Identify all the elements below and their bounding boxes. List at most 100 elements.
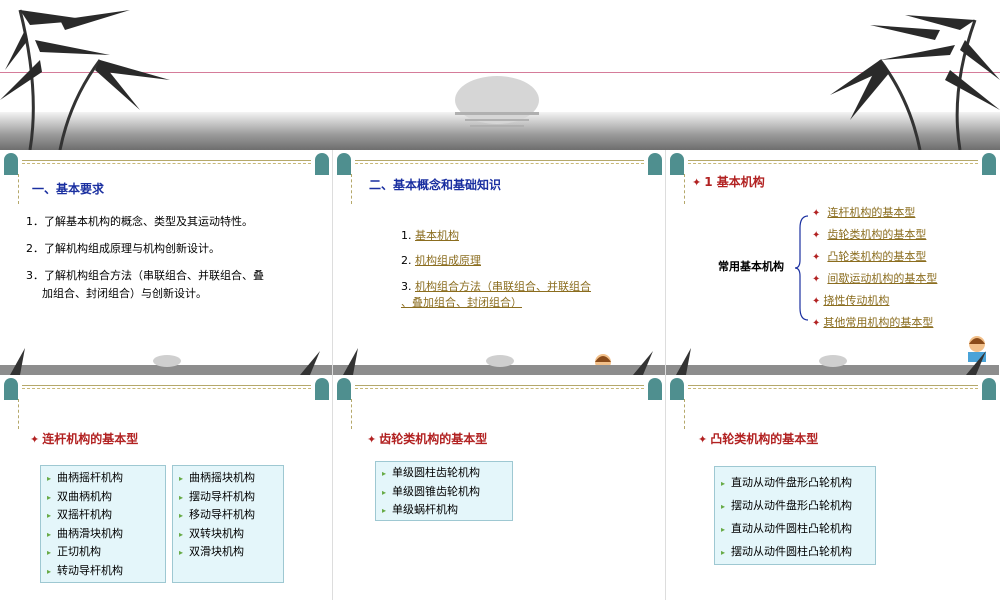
slide-header-decor (0, 375, 332, 405)
mechanism-link[interactable]: 其他常用机构的基本型 (823, 316, 934, 329)
mechanism-item-cam[interactable]: ✦凸轮类机构的基本型 (812, 248, 926, 264)
slide-cam-types[interactable]: ✦凸轮类机构的基本型 ▸直动从动件盘形凸轮机构 ▸摆动从动件盘形凸轮机构 ▸直动… (666, 375, 1000, 600)
list-item-text: 直动从动件圆柱凸轮机构 (731, 522, 853, 535)
concept-3-link-cont[interactable]: 、叠加组合、封闭组合） (401, 296, 522, 309)
list-item[interactable]: ▸正切机构 (41, 543, 165, 562)
concept-3-link[interactable]: 机构组合方法（串联组合、并联组合 (415, 280, 591, 293)
list-item[interactable]: ▸ 单级蜗杆机构 (376, 501, 512, 520)
list-item-text: 双曲柄机构 (57, 489, 113, 503)
mechanism-link[interactable]: 连杆机构的基本型 (827, 206, 916, 219)
concept-2-link[interactable]: 机构组成原理 (415, 254, 481, 267)
header-knob-right (982, 378, 996, 400)
list-item[interactable]: ▸ 摆动从动件圆柱凸轮机构 (715, 540, 875, 563)
slide-header-decor (333, 150, 665, 180)
list-item[interactable]: ▸曲柄滑块机构 (41, 525, 165, 544)
header-knob-left (337, 378, 351, 400)
mechanism-item-intermittent[interactable]: ✦ 间歇运动机构的基本型 (812, 270, 937, 286)
list-item-text: 双摇杆机构 (57, 508, 113, 521)
slide-header-decor (333, 375, 665, 405)
bullet-icon: ▸ (382, 469, 387, 478)
slide-linkage-types[interactable]: ✦连杆机构的基本型 ▸曲柄摇杆机构 ▸双曲柄机构 ▸双摇杆机构 ▸曲柄滑块机构 … (0, 375, 333, 600)
list-item-text: 曲柄摇块机构 (189, 471, 256, 484)
bullet-icon: ▸ (47, 492, 52, 502)
mechanism-link[interactable]: 间歇运动机构的基本型 (827, 272, 938, 285)
list-item[interactable]: ▸单级圆锥齿轮机构 (376, 483, 512, 502)
concept-1-link[interactable]: 基本机构 (415, 229, 459, 242)
star-icon: ✦ (812, 274, 821, 285)
header-line-dashed (22, 163, 311, 164)
slide-basic-concepts[interactable]: 二、基本概念和基础知识 1. 基本机构 2. 机构组成原理 3. 机构组合方法（… (333, 150, 666, 375)
header-knob-right (315, 378, 329, 400)
list-item-text: 单级蜗杆机构 (392, 503, 459, 516)
mechanism-item-other[interactable]: ✦其他常用机构的基本型 (812, 314, 933, 330)
star-icon: ✦ (812, 296, 821, 307)
banner-illustration (0, 9, 1000, 150)
mechanism-item-gear[interactable]: ✦齿轮类机构的基本型 (812, 226, 926, 242)
list-item[interactable]: ▸摆动导杆机构 (173, 488, 283, 507)
bullet-icon: ▸ (179, 511, 184, 520)
slide-title: ✦连杆机构的基本型 (30, 430, 138, 447)
bullet-icon: ▸ (179, 474, 184, 483)
list-item-text: 正切机构 (57, 545, 102, 558)
list-item-text: 单级圆柱齿轮机构 (392, 466, 481, 479)
slide-title: ✦齿轮类机构的基本型 (367, 430, 487, 447)
list-item[interactable]: ▸直动从动件盘形凸轮机构 (715, 471, 875, 494)
header-line (22, 160, 311, 161)
mechanism-link[interactable]: 挠性传动机构 (823, 294, 890, 307)
list-item-text: 双滑块机构 (189, 545, 245, 558)
concept-3[interactable]: 3. 机构组合方法（串联组合、并联组合 (401, 278, 591, 294)
mechanism-item-flexible[interactable]: ✦挠性传动机构 (812, 292, 889, 308)
horizon-line (0, 72, 1000, 73)
concept-2[interactable]: 2. 机构组成原理 (401, 252, 481, 268)
concept-1-num: 1. (401, 229, 412, 242)
concept-2-num: 2. (401, 254, 412, 267)
mechanism-link[interactable]: 凸轮类机构的基本型 (827, 250, 927, 263)
header-knob-left (670, 378, 684, 400)
cam-list: ▸直动从动件盘形凸轮机构 ▸摆动从动件盘形凸轮机构 ▸ 直动从动件圆柱凸轮机构 ▸… (714, 466, 876, 565)
list-item[interactable]: ▸双摇杆机构 (41, 506, 165, 525)
list-item[interactable]: ▸转动导杆机构 (41, 562, 165, 581)
list-item-text: 摆动导杆机构 (189, 489, 256, 503)
slide-title: 一、基本要求 (32, 182, 105, 196)
slide-header-decor (666, 150, 1000, 180)
slide-title: ✦凸轮类机构的基本型 (698, 430, 818, 447)
list-item[interactable]: ▸ 曲柄摇块机构 (173, 469, 283, 488)
list-item[interactable]: ▸ 直动从动件圆柱凸轮机构 (715, 517, 875, 540)
slide-basic-requirements[interactable]: 一、基本要求 1．了解基本机构的概念、类型及其运动特性。 2．了解机构组成原理与… (0, 150, 333, 375)
header-line-dashed (688, 388, 978, 389)
list-item[interactable]: ▸双转块机构 (173, 525, 283, 544)
header-knob-left (337, 153, 351, 175)
bullet-icon: ▸ (179, 548, 184, 557)
requirement-3-cont: 加组合、封闭组合）与创新设计。 (42, 287, 207, 300)
list-item-text: 摆动从动件圆柱凸轮机构 (731, 545, 853, 558)
list-item[interactable]: ▸ 双曲柄机构 (41, 488, 165, 507)
mechanism-group-label: 常用基本机构 (718, 260, 784, 273)
mechanism-link[interactable]: 齿轮类机构的基本型 (827, 228, 927, 241)
list-item[interactable]: ▸摆动从动件盘形凸轮机构 (715, 494, 875, 517)
list-item-text: 双转块机构 (189, 526, 245, 540)
list-item[interactable]: ▸ 单级圆柱齿轮机构 (376, 464, 512, 483)
requirement-1: 1．了解基本机构的概念、类型及其运动特性。 (26, 215, 253, 228)
header-knob-right (648, 378, 662, 400)
slide-footer-decor (333, 348, 665, 375)
list-item[interactable]: ▸曲柄摇杆机构 (41, 469, 165, 488)
header-knob-left (670, 153, 684, 175)
bullet-icon: ▸ (382, 506, 387, 515)
slide-gear-types[interactable]: ✦齿轮类机构的基本型 ▸ 单级圆柱齿轮机构 ▸单级圆锥齿轮机构 ▸ 单级蜗杆机构 (333, 375, 666, 600)
bullet-icon: ▸ (47, 474, 52, 483)
header-line (355, 160, 644, 161)
header-vline (684, 399, 685, 429)
header-line (688, 385, 978, 386)
header-knob-left (4, 153, 18, 175)
bullet-icon: ▸ (721, 548, 726, 557)
concept-1[interactable]: 1. 基本机构 (401, 227, 459, 243)
mechanism-item-linkage[interactable]: ✦连杆机构的基本型 (812, 204, 915, 220)
list-item-text: 移动导杆机构 (189, 508, 256, 521)
bullet-icon: ▸ (721, 525, 726, 534)
star-icon: ✦ (30, 433, 40, 446)
list-item[interactable]: ▸ 移动导杆机构 (173, 506, 283, 525)
slide-basic-mechanisms[interactable]: ✦1 基本机构 常用基本机构 ✦连杆机构的基本型 ✦齿轮类机构的基本型 ✦凸轮类… (666, 150, 1000, 375)
concept-3-num: 3. (401, 280, 412, 293)
header-knob-right (315, 153, 329, 175)
list-item[interactable]: ▸ 双滑块机构 (173, 543, 283, 562)
